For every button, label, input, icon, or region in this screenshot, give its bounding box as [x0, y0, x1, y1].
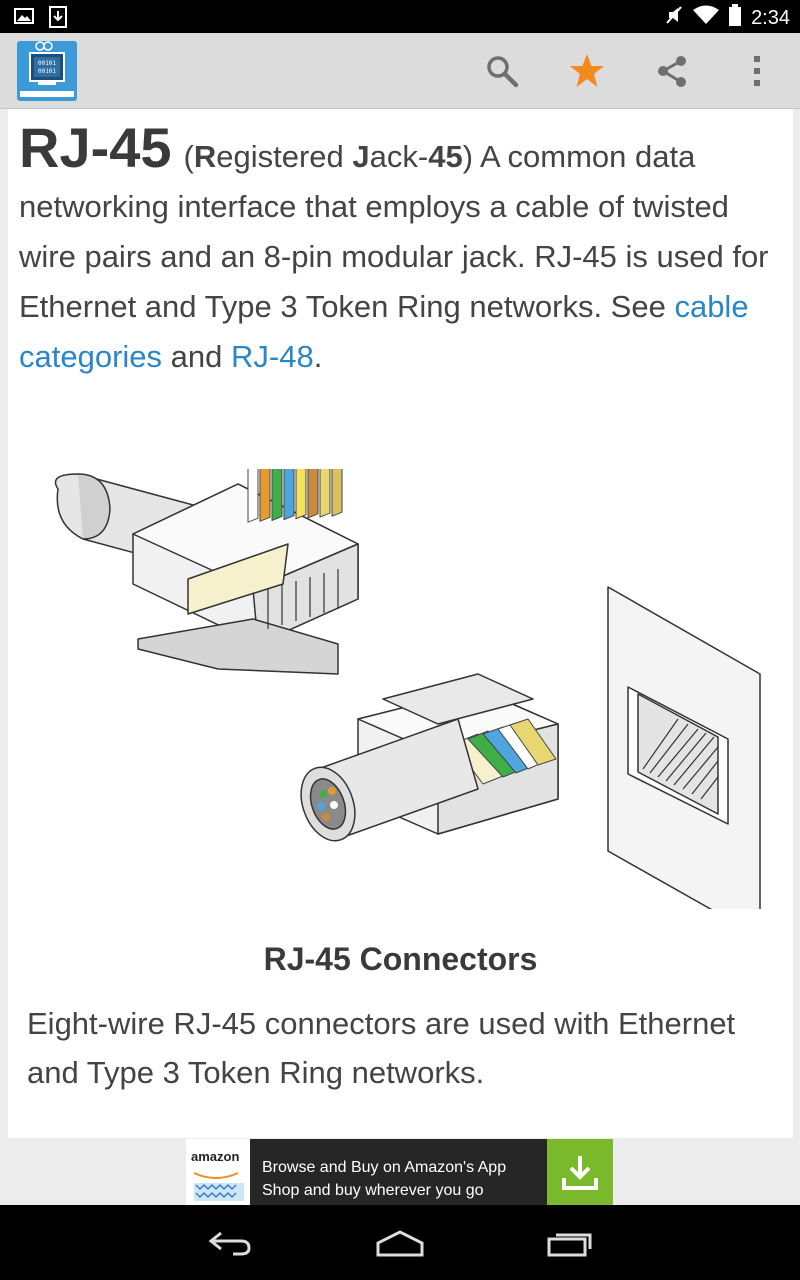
svg-text:00101: 00101: [38, 60, 56, 67]
connector-plug-1: [54, 453, 359, 675]
mute-icon: [665, 5, 683, 31]
svg-text:00101: 00101: [38, 68, 56, 75]
definition-paragraph: RJ-45(Registered Jack-45) A common data …: [19, 120, 784, 382]
clock: 2:34: [751, 6, 790, 29]
download-icon: [562, 1156, 598, 1190]
ad-text: Browse and Buy on Amazon's App Shop and …: [262, 1156, 506, 1202]
rj-48-link[interactable]: RJ-48: [231, 339, 314, 374]
expansion-rest-2: ack-: [369, 139, 429, 174]
term-heading: RJ-45: [19, 116, 172, 179]
download-button[interactable]: [547, 1139, 613, 1205]
figure-description: Eight-wire RJ-45 connectors are used wit…: [27, 1006, 736, 1090]
rj45-connector-illustration: [38, 453, 768, 938]
share-icon[interactable]: [652, 51, 692, 91]
wall-jack: [607, 586, 761, 938]
paren-open: (: [183, 139, 194, 174]
paren-close: ): [462, 139, 474, 174]
overflow-menu-icon[interactable]: [737, 51, 777, 91]
expansion-rest-1: egistered: [216, 139, 353, 174]
ad-line-2: Shop and buy wherever you go: [262, 1182, 484, 1199]
expansion-number: 45: [428, 139, 463, 174]
download-notification-icon: [48, 6, 68, 33]
dictionary-book-icon[interactable]: 00101 00101: [16, 37, 78, 103]
cable-categories-link[interactable]: cable categories: [19, 289, 749, 374]
ad-brand-text: amazon: [191, 1149, 240, 1164]
connector-plug-2: [300, 673, 559, 842]
back-icon[interactable]: [190, 1221, 270, 1265]
home-icon[interactable]: [360, 1221, 440, 1265]
status-bar: 2:34: [0, 0, 800, 33]
recents-icon[interactable]: [530, 1221, 610, 1265]
star-icon[interactable]: [567, 51, 607, 91]
definition-text: A common data networking interface that …: [19, 139, 769, 324]
battery-icon: [729, 4, 742, 32]
and-text: and: [170, 339, 223, 374]
ad-line-1: Browse and Buy on Amazon's App: [262, 1159, 507, 1176]
app-bar: 00101 00101: [0, 33, 800, 109]
figure-caption: RJ-45 Connectors: [263, 941, 538, 977]
expansion-letter-j: J: [352, 139, 370, 174]
wifi-icon: [693, 5, 720, 31]
navigation-bar: [0, 1205, 800, 1280]
sentence-end: .: [313, 339, 323, 374]
amazon-ad-banner[interactable]: amazon Browse and Buy on Amazon's App Sh…: [186, 1139, 613, 1205]
expansion-letter-r: R: [193, 139, 217, 174]
gallery-icon: [14, 6, 34, 33]
amazon-logo: amazon: [186, 1139, 250, 1205]
entry-card: RJ-45 (Registered Jack-45) A common data …: [8, 109, 793, 1138]
search-icon[interactable]: [482, 51, 522, 91]
